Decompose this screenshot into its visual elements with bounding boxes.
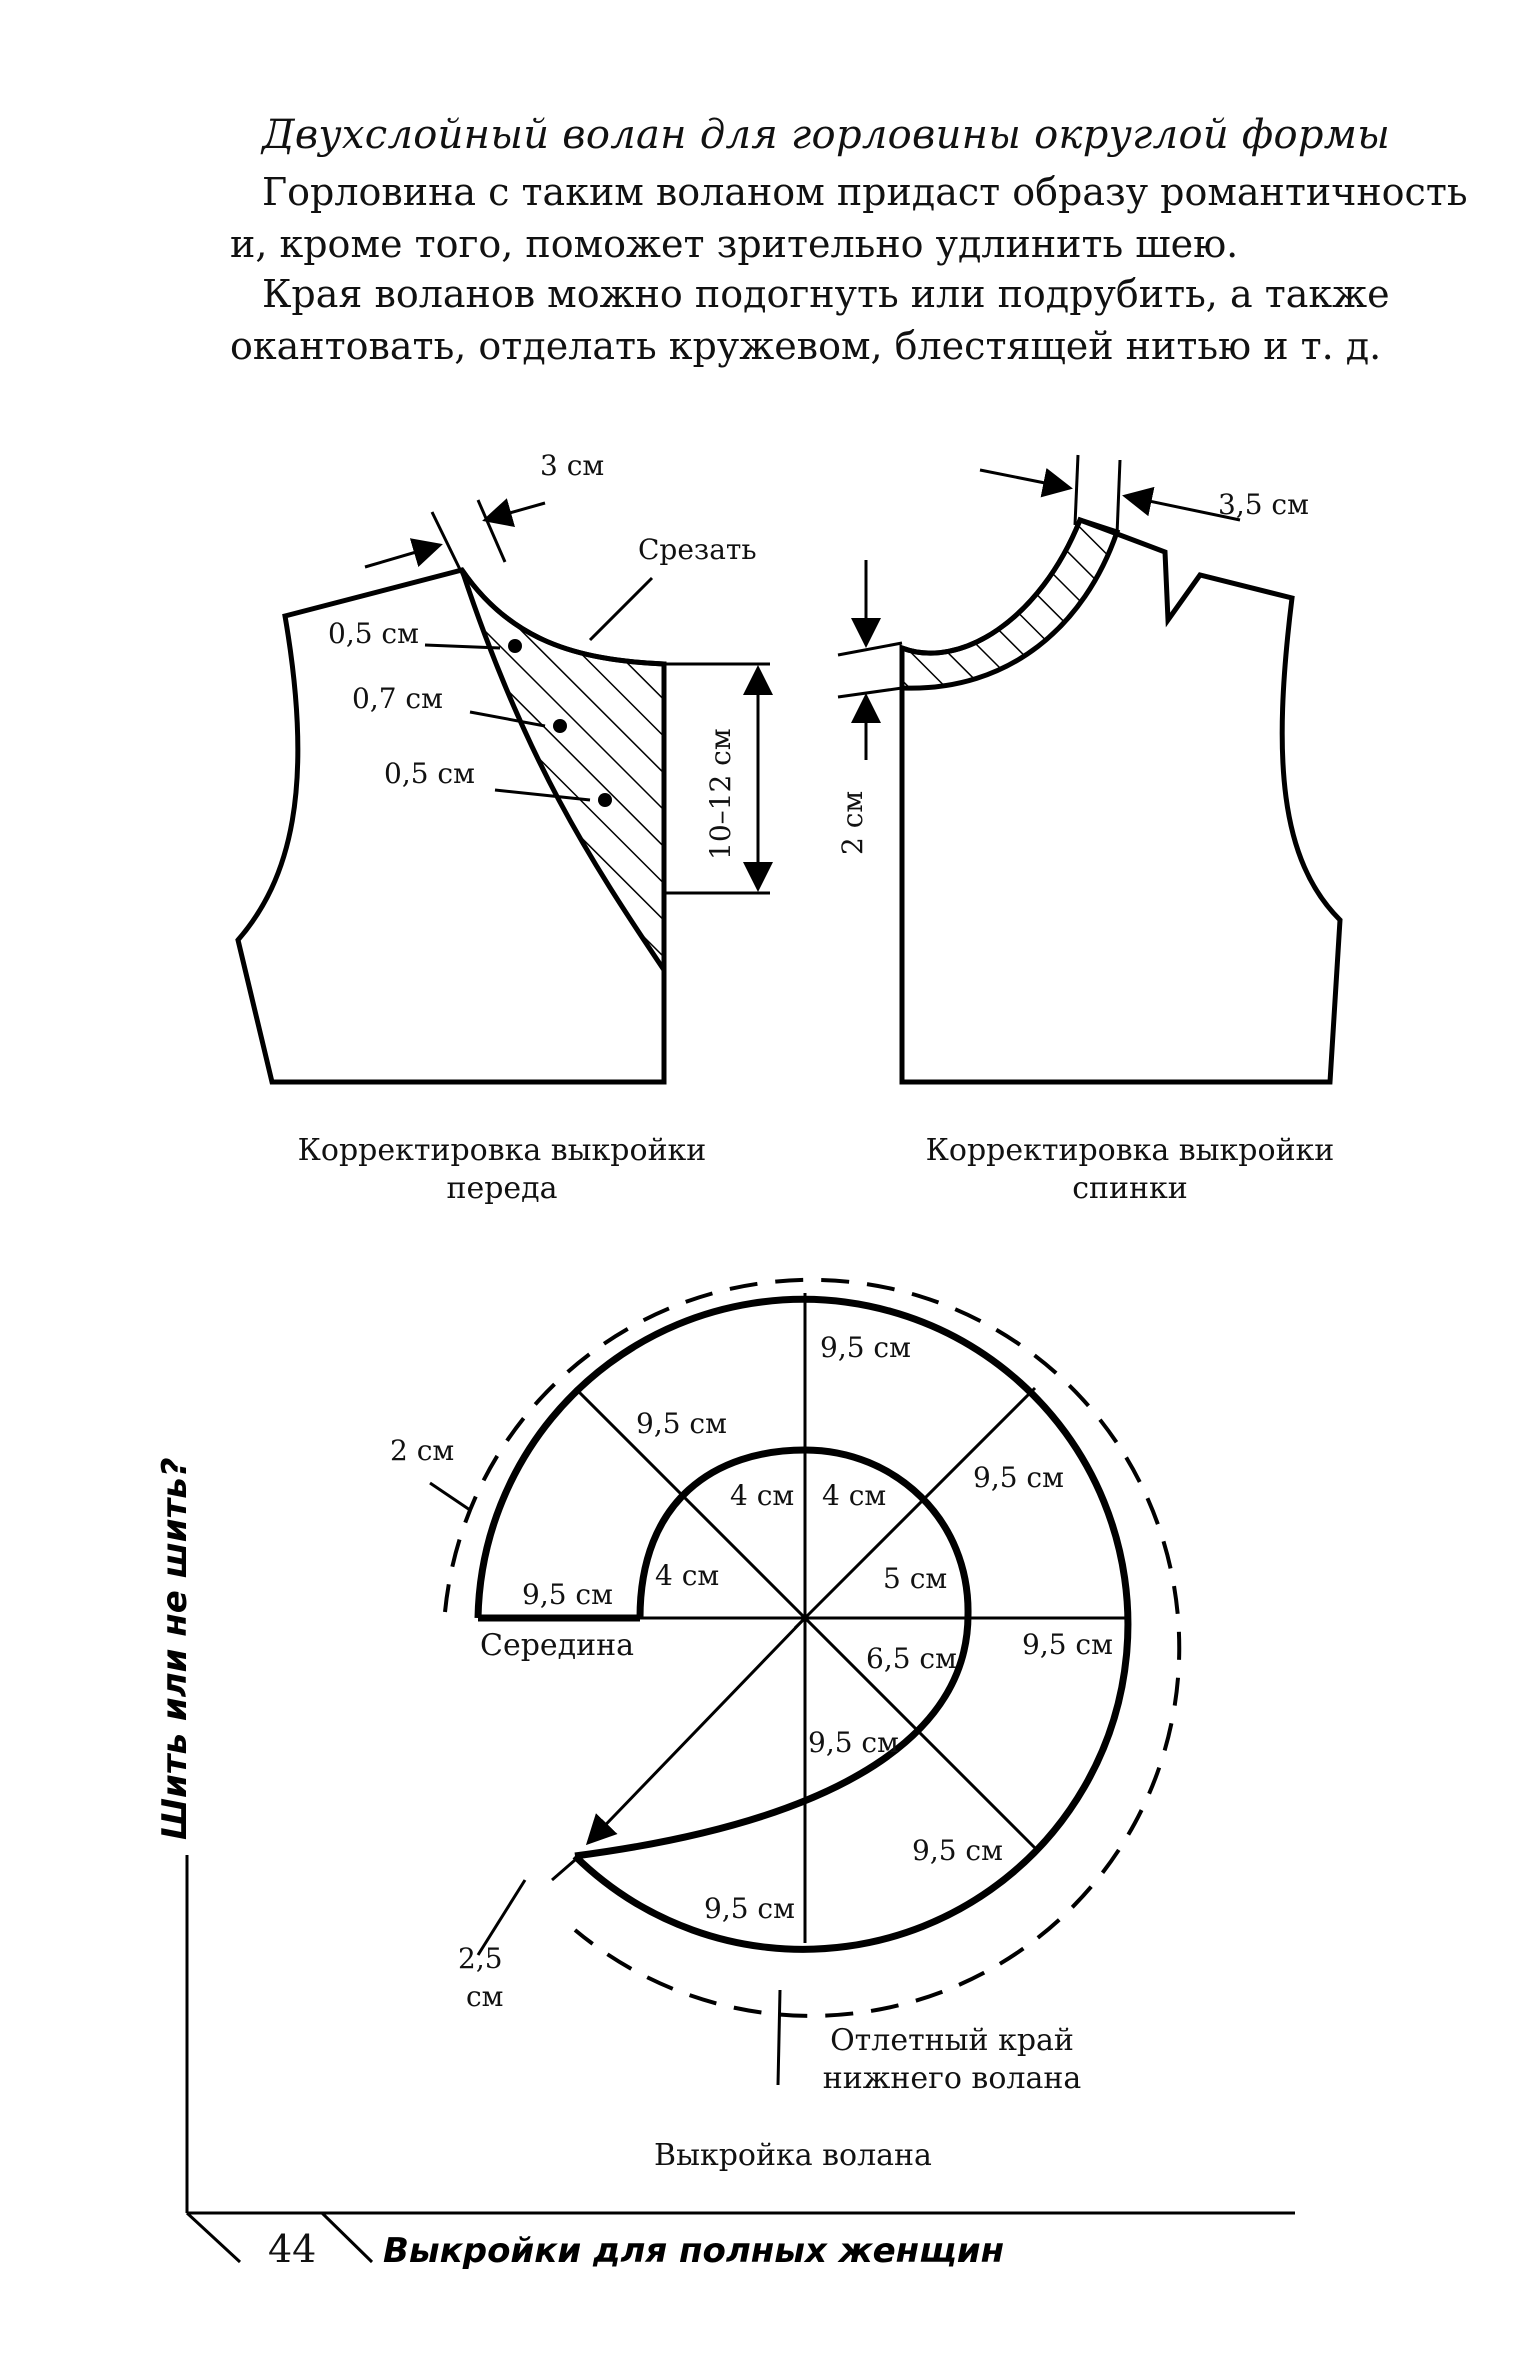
dim-inner-2: 4 см [822, 1479, 886, 1512]
front-mark-3: 0,5 см [384, 757, 475, 790]
dim-outer-3: 9,5 см [973, 1461, 1064, 1494]
section-heading: Двухслойный волан для горловины округлой… [262, 112, 1391, 158]
dim-outer-1: 9,5 см [820, 1331, 911, 1364]
ruffle-inner-edge [574, 1446, 972, 1860]
allowance-2-5cm-line-2: см [466, 1980, 503, 2013]
back-caption-line-1: Корректировка выкройки [926, 1133, 1335, 1168]
front-dim-3cm: 3 см [540, 449, 604, 482]
dim-outer-6: 9,5 см [808, 1726, 899, 1759]
paragraph-2-line-2: окантовать, отделать кружевом, блестящей… [230, 324, 1382, 368]
edge-label-line-1: Отлетный край [830, 2023, 1074, 2058]
back-dim-2cm: 2 см [836, 791, 869, 855]
dim-inner-4: 5 см [883, 1562, 947, 1595]
dim-outer-7: 9,5 см [912, 1834, 1003, 1867]
dim-outer-4: 9,5 см [522, 1578, 613, 1611]
dim-outer-8: 9,5 см [704, 1892, 795, 1925]
front-bodice-diagram: 3 см Срезать 0,5 см 0,7 см 0,5 см 10–12 … [235, 449, 773, 1206]
center-label: Середина [480, 1628, 634, 1663]
back-bodice-outline [899, 516, 1343, 1085]
dashed-outer-edge [443, 1277, 1182, 2018]
page-number: 44 [268, 2227, 316, 2271]
back-neck-hatched-area [899, 516, 1121, 691]
dim-outer-2: 9,5 см [636, 1407, 727, 1440]
cut-label: Срезать [638, 533, 757, 566]
cut-away-hatched-area [459, 568, 667, 979]
allowance-2cm: 2 см [390, 1434, 454, 1467]
dim-inner-1: 4 см [730, 1479, 794, 1512]
footer-book-title: Выкройки для полных женщин [383, 2231, 1004, 2271]
paragraph-1-line-2: и, кроме того, поможет зрительно удлинит… [230, 222, 1239, 266]
ruffle-caption: Выкройка волана [654, 2138, 932, 2173]
ruffle-outer-edge [474, 1295, 1132, 1953]
front-height-dim: 10–12 см [704, 728, 737, 860]
front-caption-line-2: переда [446, 1171, 557, 1206]
side-running-title: Шить или не шить? [155, 1458, 195, 1841]
front-mark-2: 0,7 см [352, 682, 443, 715]
back-caption-line-2: спинки [1072, 1171, 1188, 1206]
back-bodice-diagram: 3,5 см 2 см Корректировка выкройки спинк… [836, 454, 1343, 1206]
dim-inner-3: 4 см [655, 1559, 719, 1592]
paragraph-1-line-1: Горловина с таким воланом придаст образу… [262, 170, 1468, 214]
edge-label-line-2: нижнего волана [823, 2061, 1082, 2096]
ruffle-pattern-diagram: 9,5 см 9,5 см 9,5 см 9,5 см 9,5 см 9,5 с… [390, 1277, 1182, 2173]
allowance-2-5cm-line-1: 2,5 [458, 1942, 503, 1975]
dim-outer-5: 9,5 см [1022, 1628, 1113, 1661]
page-frame: 44 Выкройки для полных женщин Шить или н… [155, 1458, 1295, 2271]
dim-inner-5: 6,5 см [866, 1642, 957, 1675]
back-dim-3-5cm: 3,5 см [1218, 488, 1309, 521]
paragraph-2-line-1: Края воланов можно подогнуть или подруби… [262, 272, 1390, 316]
front-mark-1: 0,5 см [328, 617, 419, 650]
front-caption-line-1: Корректировка выкройки [298, 1133, 707, 1168]
